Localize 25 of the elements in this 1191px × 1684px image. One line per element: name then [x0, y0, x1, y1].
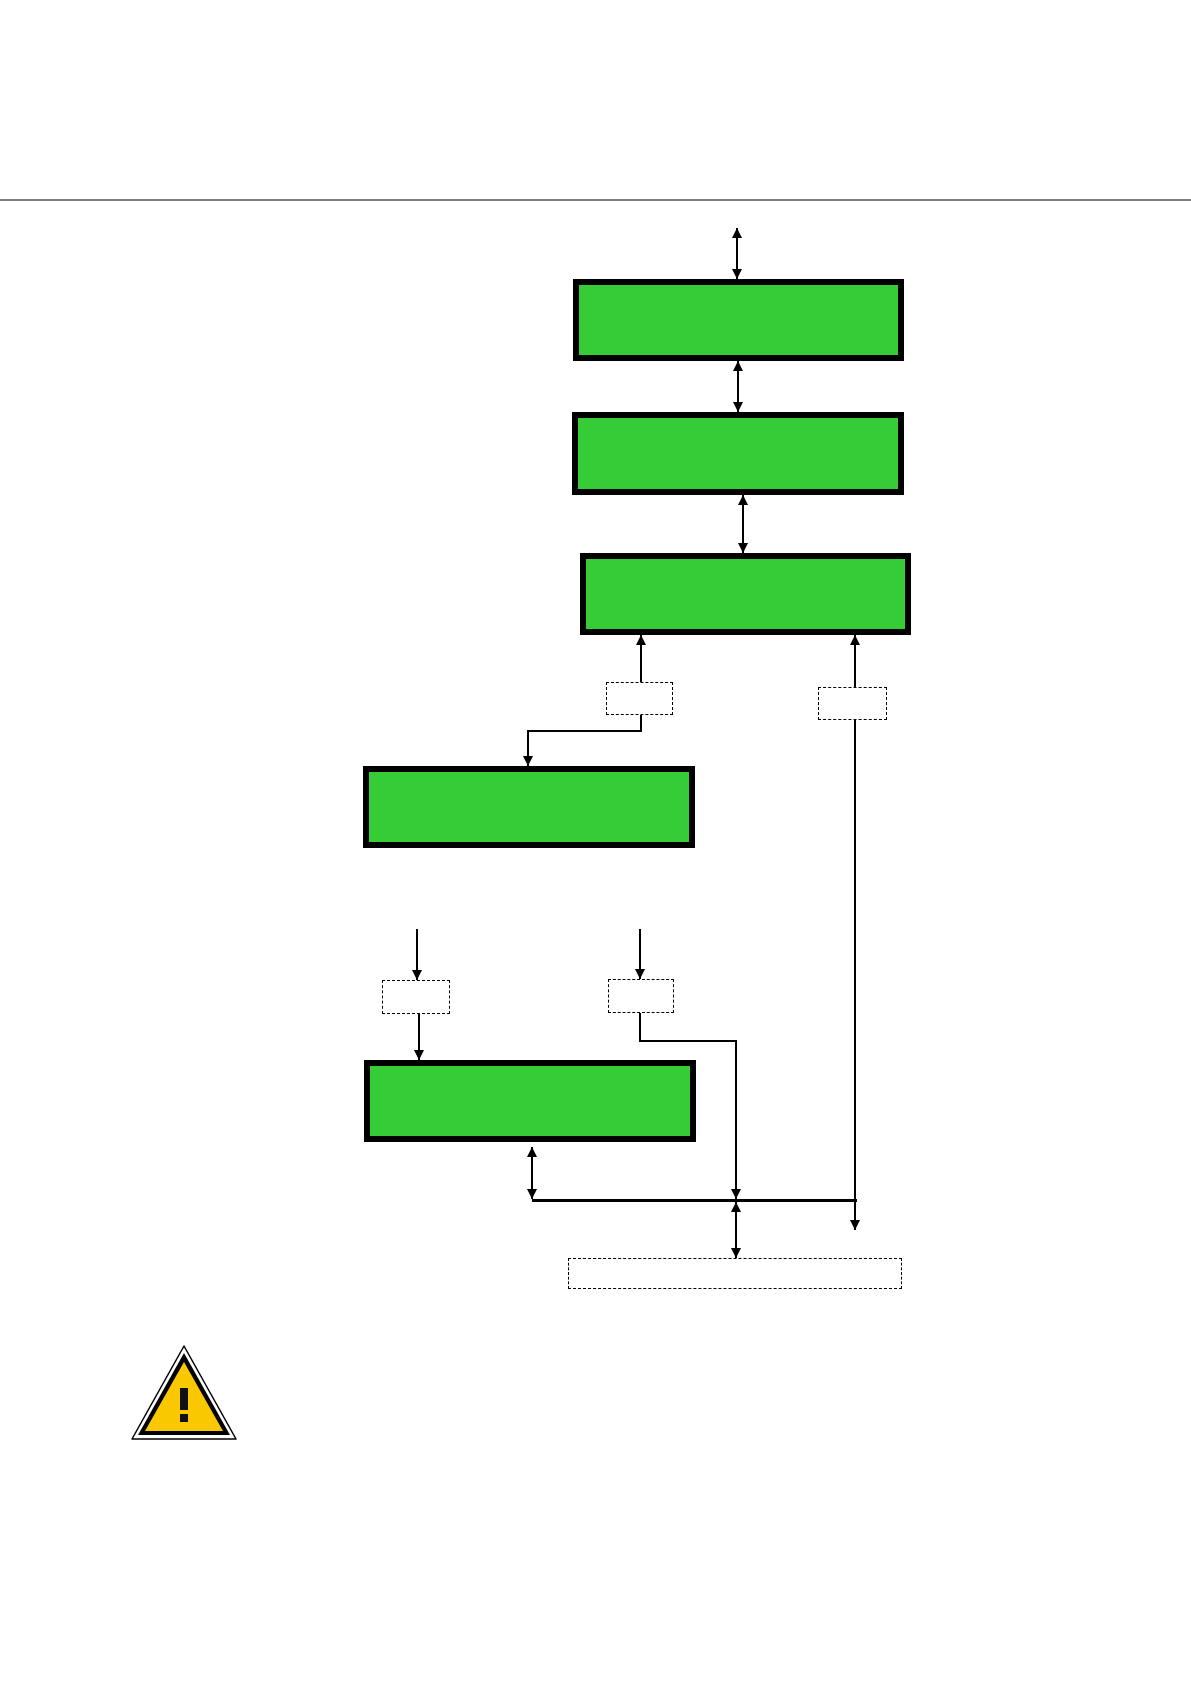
dashed-box — [568, 1258, 902, 1289]
process-box — [572, 412, 904, 495]
arrow — [523, 714, 642, 767]
arrow — [636, 634, 646, 683]
dashed-box — [818, 687, 887, 720]
bus-line — [532, 1199, 857, 1202]
dashed-box — [608, 979, 674, 1013]
process-box — [573, 279, 904, 361]
process-box — [364, 1060, 696, 1142]
arrow — [731, 1201, 741, 1259]
arrow — [635, 928, 645, 980]
process-box — [580, 553, 911, 635]
arrow — [732, 227, 742, 280]
dashed-box — [606, 682, 673, 715]
arrow — [414, 1013, 424, 1061]
arrow — [639, 1012, 741, 1200]
arrow — [527, 1146, 537, 1200]
arrow — [850, 1201, 860, 1231]
arrow — [850, 634, 860, 688]
arrow — [412, 928, 422, 981]
dashed-box — [382, 980, 450, 1014]
arrow — [738, 494, 748, 554]
connector-line — [854, 719, 856, 1200]
process-box — [363, 766, 695, 848]
arrow — [733, 360, 743, 413]
